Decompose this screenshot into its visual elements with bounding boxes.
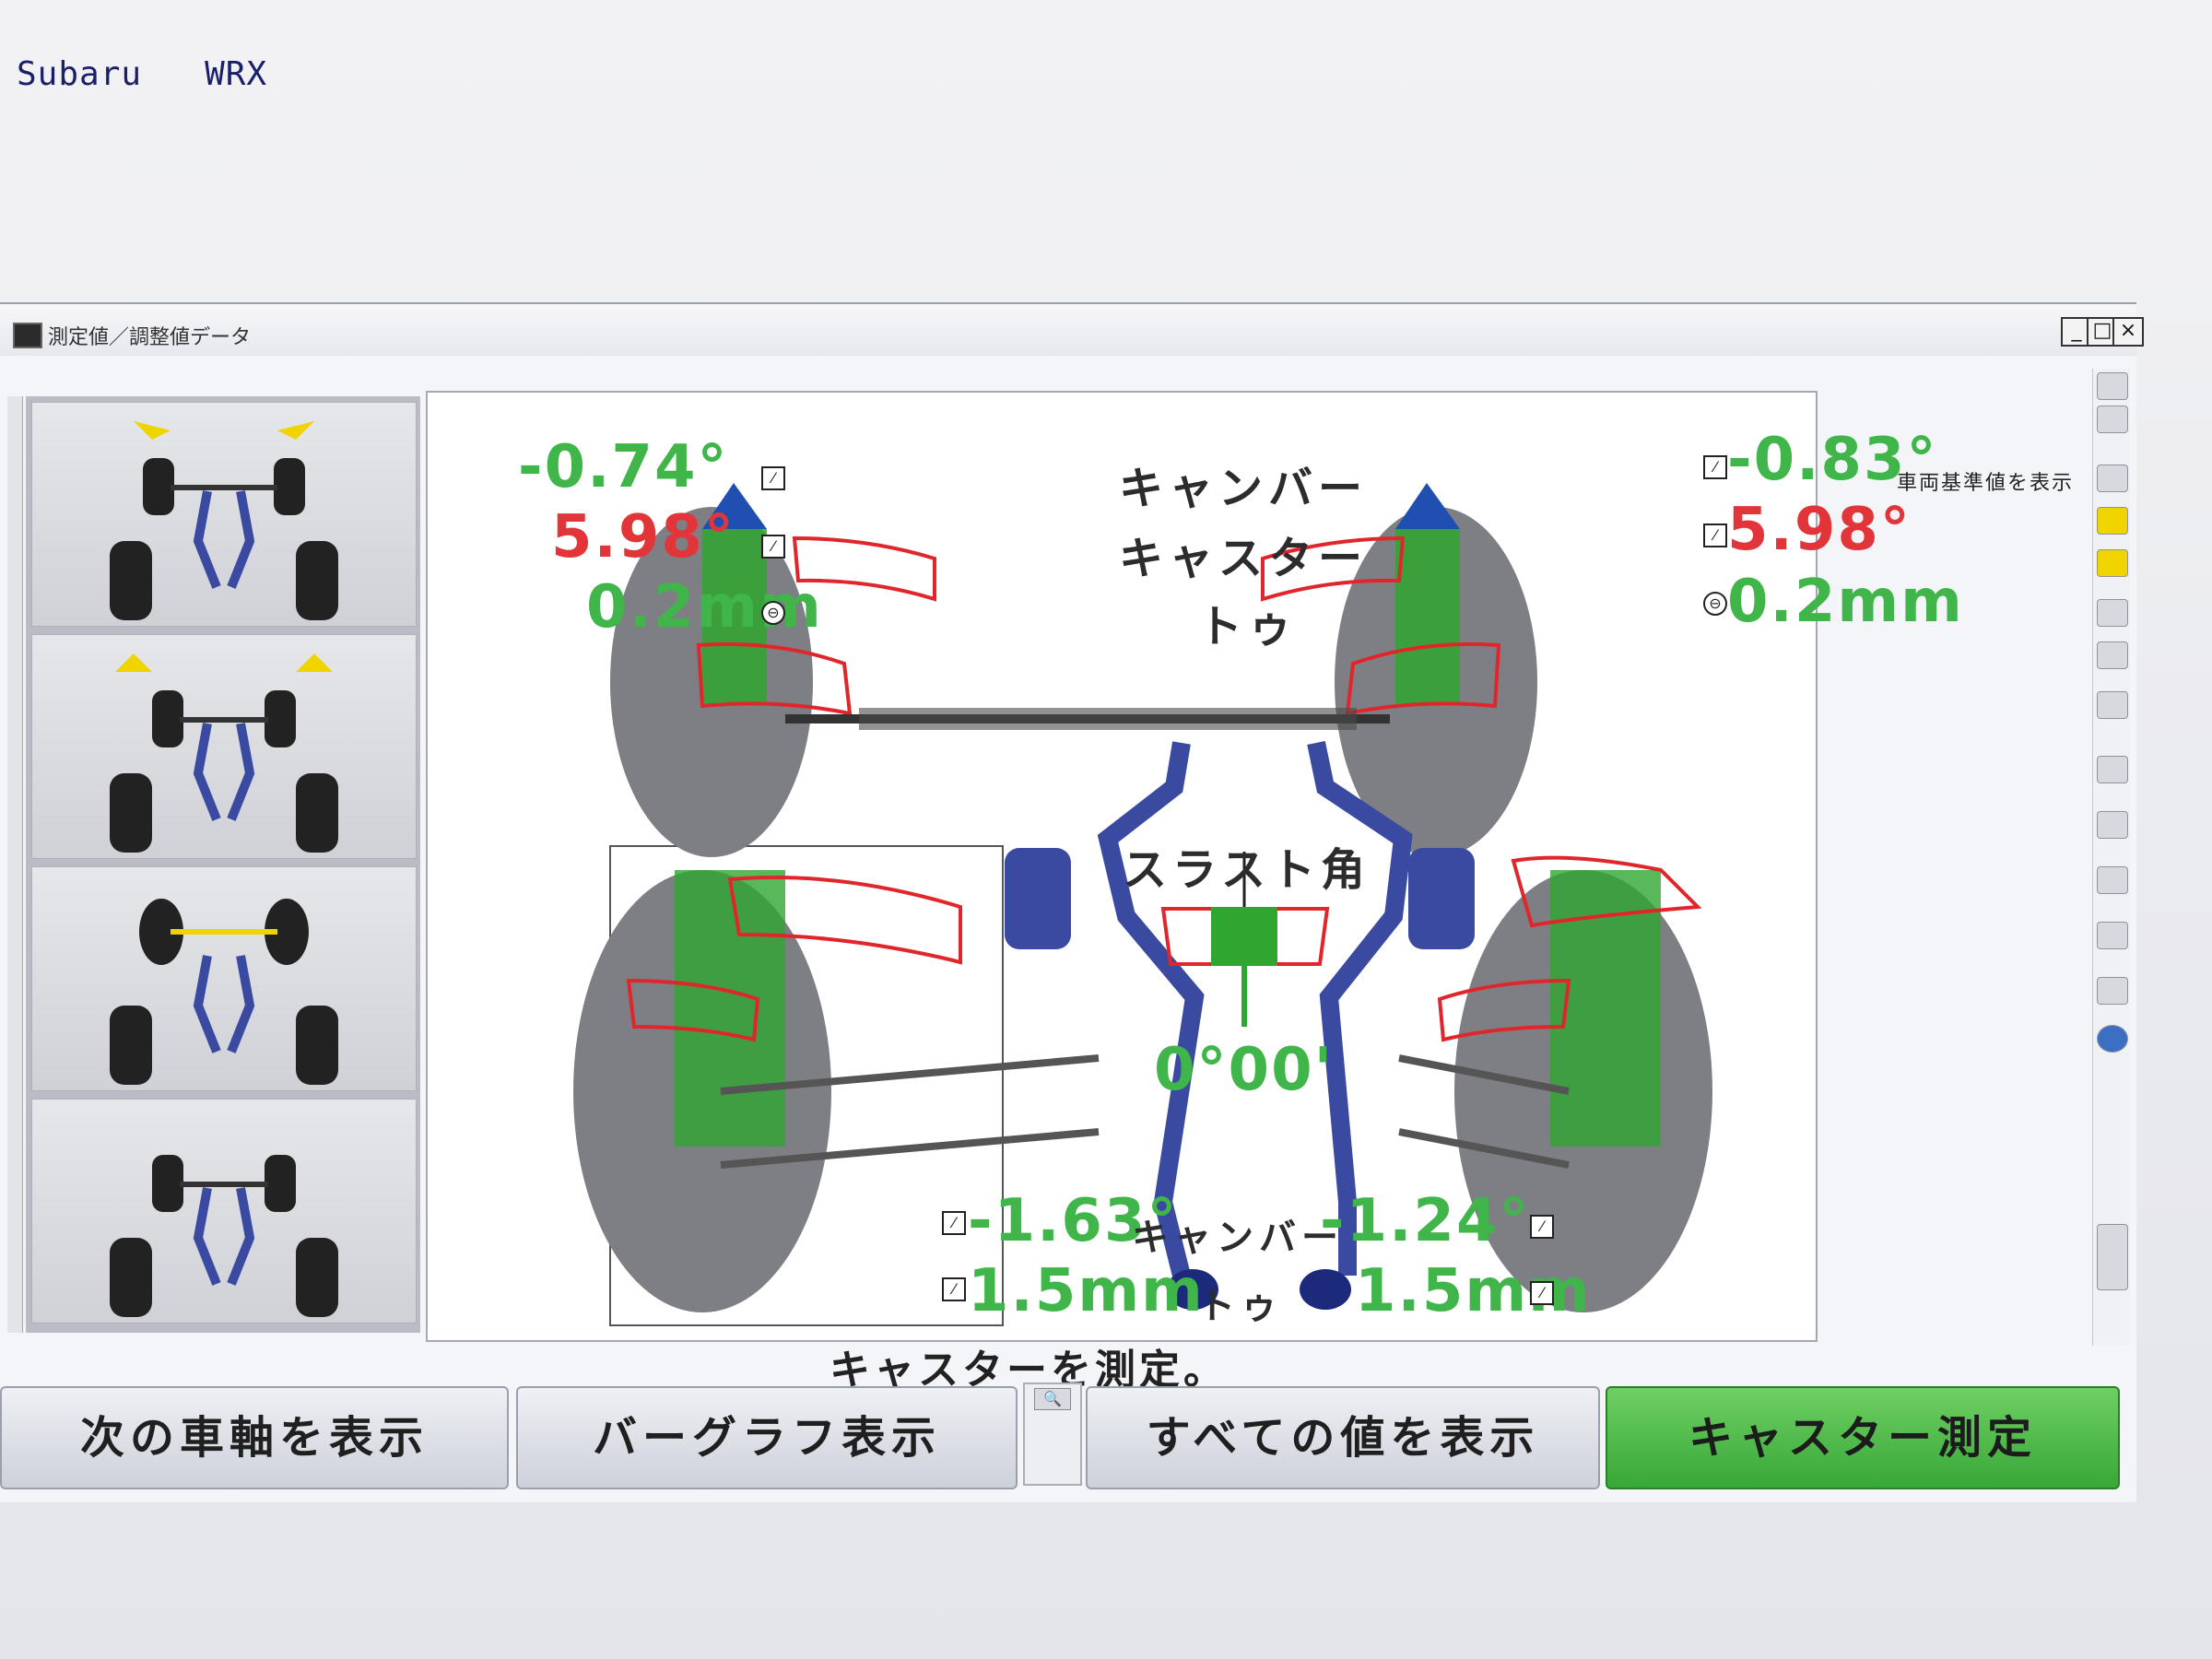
show-all-values-button[interactable]: すべての値を表示 [1086, 1386, 1600, 1489]
muffler-left [1005, 848, 1071, 949]
front-left-toe-value: 0.2mm [586, 573, 823, 641]
toolbar-units-icon[interactable] [2097, 465, 2128, 492]
car-chassis-graphic [573, 483, 1712, 1326]
vehicle-model: WRX [205, 55, 268, 93]
axle-thumbnail-graphic [110, 899, 338, 1085]
close-button[interactable]: × [2112, 317, 2144, 347]
front-toe-label: トゥ [1198, 601, 1299, 653]
rear-left-suspension [675, 870, 785, 1147]
front-left-camber-arc [792, 535, 936, 602]
toolbar-gauge-icon[interactable] [2097, 641, 2128, 669]
toolbar-tool-icon[interactable] [2097, 922, 2128, 949]
caster-measure-button[interactable]: キャスター測定 [1606, 1386, 2120, 1489]
thrust-angle-bar [1211, 907, 1277, 966]
rear-right-toe-edit-icon[interactable]: ⁄ [1530, 1281, 1554, 1305]
front-right-toe-value: 0.2mm [1727, 568, 1964, 636]
front-right-camber-value: -0.83° [1727, 426, 1938, 494]
front-left-strut [702, 529, 767, 704]
rear-left-toe-value: 1.5mm [968, 1257, 1205, 1325]
front-left-camber-edit-icon[interactable]: ⁄ [761, 466, 785, 490]
rear-right-camber-edit-icon[interactable]: ⁄ [1530, 1215, 1554, 1239]
axle-thumbnail-graphic [110, 421, 338, 620]
rear-left-control-arm-lower [720, 1128, 1100, 1169]
rear-right-camber-value: -1.24° [1320, 1187, 1531, 1255]
front-left-cone [702, 483, 767, 529]
front-left-toe-reset-icon[interactable]: ⊖ [761, 601, 785, 625]
reference-values-tooltip: 車両基準値を表示 [1897, 472, 2075, 495]
app-icon [13, 323, 42, 348]
bar-graph-button[interactable]: バーグラフ表示 [516, 1386, 1018, 1489]
rear-left-control-arm-upper [720, 1054, 1100, 1095]
toolbar-print-icon[interactable] [2097, 372, 2128, 400]
front-left-camber-value: -0.74° [518, 433, 729, 501]
front-right-toe-reset-icon[interactable]: ⊖ [1703, 592, 1727, 616]
next-axle-button[interactable]: 次の車軸を表示 [0, 1386, 509, 1489]
exhaust-pipe-left [1097, 741, 1205, 1278]
vehicle-name: Subaru WRX [17, 55, 267, 93]
toolbar-spec-icon[interactable] [2097, 549, 2128, 577]
rear-right-toe-value: 1.5mm [1355, 1257, 1592, 1325]
toolbar-tolerance-icon[interactable] [2097, 406, 2128, 433]
front-right-toe-arc [1345, 641, 1501, 716]
globe-icon[interactable] [2097, 1025, 2128, 1053]
rear-camber-label: キャンバー [1132, 1217, 1344, 1259]
front-left-toe-arc [696, 641, 853, 716]
rear-left-camber-arc [727, 876, 962, 965]
thumbnail-rear-axle[interactable] [31, 1099, 417, 1324]
exhaust-pipe-right [1307, 740, 1413, 1276]
thumbnail-front-toe[interactable] [31, 866, 417, 1091]
front-left-caster-edit-icon[interactable]: ⁄ [761, 535, 785, 559]
rear-right-control-arm-upper [1398, 1054, 1570, 1095]
thumbnail-front-camber[interactable] [31, 402, 417, 627]
front-caster-label: キャスター [1119, 533, 1369, 584]
thrust-angle-label: スラスト角 [1123, 844, 1371, 896]
front-right-camber-arc [1261, 535, 1406, 602]
rear-left-camber-value: -1.63° [968, 1187, 1179, 1255]
toolbar-camera-icon[interactable] [2097, 977, 2128, 1005]
rear-left-toe-arc [626, 978, 760, 1042]
rear-left-camber-edit-icon[interactable]: ⁄ [942, 1211, 966, 1235]
right-toolbar [2092, 369, 2130, 1346]
front-right-caster-edit-icon[interactable]: ⁄ [1703, 524, 1727, 547]
rear-toe-label: トゥ [1198, 1285, 1283, 1327]
toolbar-reference-icon[interactable] [2097, 507, 2128, 535]
toolbar-steering-icon[interactable] [2097, 811, 2128, 839]
toolbar-wheel-icon[interactable] [2097, 599, 2128, 627]
toolbar-chassis-icon[interactable] [2097, 1224, 2128, 1290]
toolbar-axle-icon[interactable] [2097, 756, 2128, 783]
front-right-caster-value: 5.98° [1727, 496, 1912, 564]
front-right-strut [1395, 529, 1460, 704]
toolbar-lift-icon[interactable] [2097, 866, 2128, 894]
thrust-angle-value: 0°00' [1154, 1036, 1335, 1104]
thumbnail-front-caster[interactable] [31, 634, 417, 859]
title-bar: 測定値／調整値データ _ □ × [0, 304, 2144, 356]
axle-thumbnail-panel [26, 396, 420, 1333]
zoom-button[interactable]: 🔍 [1023, 1382, 1082, 1486]
rear-right-camber-arc [1511, 855, 1702, 928]
rear-right-control-arm-lower [1398, 1128, 1570, 1169]
muffler-right [1408, 848, 1475, 949]
rear-left-toe-edit-icon[interactable]: ⁄ [942, 1277, 966, 1301]
vehicle-make: Subaru [17, 55, 143, 93]
window-title: 測定値／調整値データ [48, 326, 252, 349]
front-right-cone [1395, 483, 1460, 529]
left-scrollbar[interactable] [7, 396, 23, 1333]
front-left-caster-value: 5.98° [551, 503, 735, 571]
toolbar-sensor-icon[interactable] [2097, 691, 2128, 719]
magnifier-icon: 🔍 [1034, 1388, 1071, 1410]
axle-thumbnail-graphic [110, 1155, 338, 1317]
rear-right-toe-arc [1437, 978, 1571, 1042]
front-right-camber-edit-icon[interactable]: ⁄ [1703, 455, 1727, 479]
front-camber-label: キャンバー [1119, 463, 1369, 514]
axle-thumbnail-graphic [110, 653, 338, 853]
